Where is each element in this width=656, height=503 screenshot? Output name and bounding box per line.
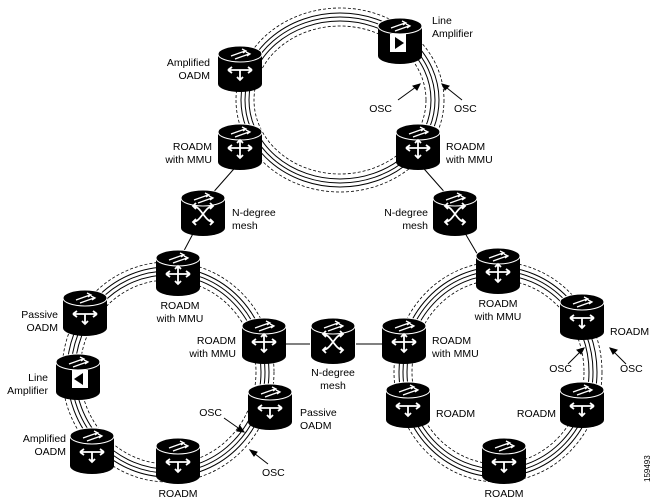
- node-line-amplifier-top: [377, 17, 423, 65]
- node-roadm-right-side: [559, 293, 605, 341]
- label-passive-oadm-left-1: Passive: [21, 309, 58, 321]
- mesh-links: [177, 161, 483, 345]
- label-passive-oadm-bottom-1: Passive: [300, 407, 337, 419]
- node-mesh-left: [180, 189, 226, 237]
- node-mesh-center: [310, 317, 356, 365]
- label-mesh-right-2: mesh: [402, 220, 428, 232]
- label-roadm-mmu-left-right-2: with MMU: [188, 348, 236, 360]
- label-roadm-right-a: ROADM: [436, 408, 475, 420]
- label-osc-left-bottom: OSC: [199, 407, 222, 419]
- label-passive-oadm-left-2: OADM: [27, 322, 59, 334]
- label-roadm-mmu-left-right-1: ROADM: [197, 335, 236, 347]
- node-roadm-right-a: [385, 381, 431, 429]
- node-passive-oadm-bottom: [247, 383, 293, 431]
- ring-top: [235, 7, 445, 193]
- node-amplified-oadm-top: [217, 45, 263, 93]
- label-roadm-mmu-left-top-2: with MMU: [156, 313, 204, 325]
- label-osc-top-right: OSC: [454, 103, 477, 115]
- node-line-amplifier-left: [55, 353, 101, 401]
- label-amplified-oadm-top-1: Amplified: [167, 57, 210, 69]
- label-osc-top-left: OSC: [369, 103, 392, 115]
- node-roadm-right-b: [559, 381, 605, 429]
- label-mesh-center-2: mesh: [320, 380, 346, 392]
- label-roadm-right-bottom: ROADM: [484, 488, 523, 500]
- figure-id: 159493: [643, 455, 652, 482]
- label-line-amplifier-left-1: Line: [28, 372, 48, 384]
- label-roadm-mmu-right-top-1: ROADM: [478, 298, 517, 310]
- label-roadm-mmu-right-left-1: ROADM: [432, 335, 471, 347]
- label-mesh-left-2: mesh: [232, 220, 258, 232]
- label-line-amplifier-top-2: Amplifier: [432, 28, 473, 40]
- label-roadm-mmu-top-left-2: with MMU: [164, 154, 212, 166]
- label-roadm-mmu-top-right-2: with MMU: [445, 154, 493, 166]
- label-mesh-center-1: N-degree: [311, 367, 355, 379]
- label-roadm-mmu-right-left-2: with MMU: [431, 348, 479, 360]
- node-roadm-mmu-right-top: [475, 247, 521, 295]
- node-roadm-mmu-top-right: [395, 123, 441, 171]
- node-roadm-left-bottom: [155, 437, 201, 485]
- osc-arrows: [223, 83, 627, 465]
- label-roadm-mmu-top-right-1: ROADM: [446, 141, 485, 153]
- label-amplified-oadm-left-1: Amplified: [23, 433, 66, 445]
- node-passive-oadm-left: [62, 289, 108, 337]
- label-roadm-mmu-top-left-1: ROADM: [173, 141, 212, 153]
- node-roadm-mmu-top-left: [217, 123, 263, 171]
- label-amplified-oadm-top-2: OADM: [179, 70, 211, 82]
- label-osc-right-a: OSC: [549, 363, 572, 375]
- node-roadm-mmu-right-left: [381, 317, 427, 365]
- label-roadm-right-side: ROADM: [610, 326, 649, 338]
- label-roadm-mmu-right-top-2: with MMU: [474, 311, 522, 323]
- node-amplified-oadm-left: [69, 427, 115, 475]
- node-roadm-right-bottom: [481, 437, 527, 485]
- label-mesh-left-1: N-degree: [232, 207, 276, 219]
- node-roadm-mmu-left-top: [155, 249, 201, 297]
- label-roadm-right-b: ROADM: [517, 408, 556, 420]
- label-mesh-right-1: N-degree: [384, 207, 428, 219]
- label-line-amplifier-left-2: Amplifier: [7, 385, 48, 397]
- label-line-amplifier-top-1: Line: [432, 15, 452, 27]
- node-roadm-mmu-left-right: [241, 317, 287, 365]
- label-amplified-oadm-left-2: OADM: [35, 446, 67, 458]
- label-osc-right-b: OSC: [620, 363, 643, 375]
- label-roadm-left-bottom: ROADM: [158, 488, 197, 500]
- label-roadm-mmu-left-top-1: ROADM: [160, 300, 199, 312]
- label-osc-left-bottom2: OSC: [262, 467, 285, 479]
- labels: Amplified OADM Line Amplifier OSC OSC RO…: [7, 15, 652, 500]
- node-mesh-right: [432, 189, 478, 237]
- label-passive-oadm-bottom-2: OADM: [300, 420, 332, 432]
